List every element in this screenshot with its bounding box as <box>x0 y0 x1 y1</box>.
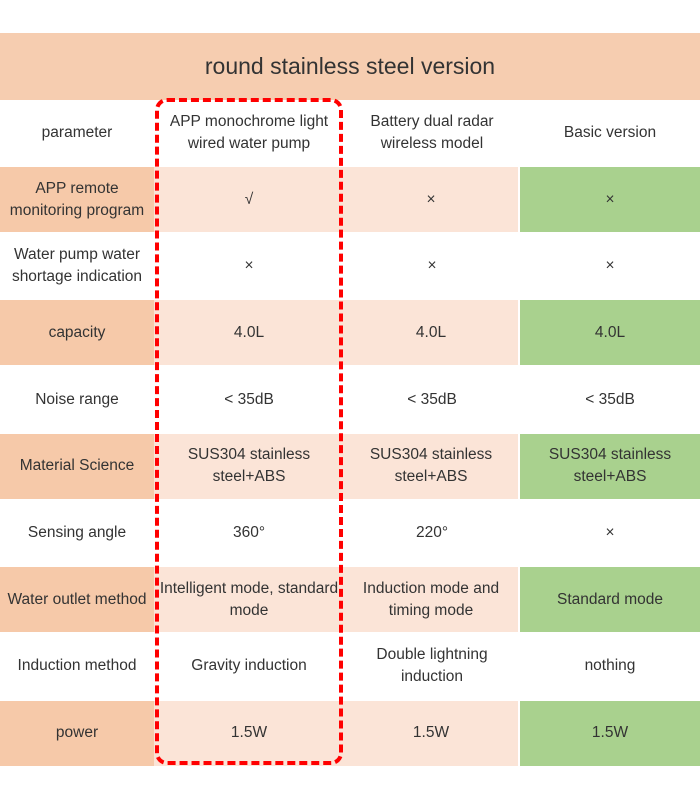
header-row: parameter APP monochrome light wired wat… <box>0 100 700 165</box>
header-cell: APP monochrome light wired water pump <box>169 112 329 152</box>
table-row: APP remote monitoring program√×× <box>0 167 700 232</box>
parameter-cell: Induction method <box>17 657 137 675</box>
value-cell: 360° <box>232 524 266 541</box>
parameter-cell: Material Science <box>0 433 154 499</box>
value-cell: < 35dB <box>407 390 457 408</box>
value-cell: × <box>344 167 520 232</box>
value-cell: 4.0L <box>344 300 520 366</box>
value-cell: √ <box>154 167 344 232</box>
header-cell: Basic version <box>563 123 657 141</box>
table-row: Noise range < 35dB < 35dB < 35dB <box>0 367 700 432</box>
parameter-cell: capacity <box>0 300 154 366</box>
value-cell: Gravity induction <box>191 657 307 675</box>
header-cell: Battery dual radar wireless model <box>370 112 494 152</box>
value-cell: 4.0L <box>154 300 344 366</box>
value-cell: Induction mode and timing mode <box>344 567 520 633</box>
value-cell: 1.5W <box>520 700 700 766</box>
value-cell: × <box>605 524 615 541</box>
parameter-cell: Sensing angle <box>27 524 127 541</box>
value-cell: × <box>244 257 254 275</box>
parameter-cell: Noise range <box>35 390 119 408</box>
value-cell: Double lightning induction <box>376 646 488 686</box>
value-cell: × <box>520 167 700 232</box>
value-cell: SUS304 stainless steel+ABS <box>154 433 344 499</box>
parameter-cell: APP remote monitoring program <box>0 167 154 232</box>
parameter-cell: power <box>0 700 154 766</box>
value-cell: SUS304 stainless steel+ABS <box>344 433 520 499</box>
table-row: Induction method Gravity induction Double … <box>0 634 700 699</box>
table-row: Water pump water shortage indication × × × <box>0 234 700 299</box>
parameter-cell: Water pump water shortage indication <box>11 246 143 286</box>
value-cell: < 35dB <box>585 390 635 408</box>
table-title: round stainless steel version <box>0 33 700 100</box>
value-cell: nothing <box>584 657 636 675</box>
value-cell: 1.5W <box>344 700 520 766</box>
value-cell: 220° <box>415 524 449 541</box>
header-cell: parameter <box>41 123 113 141</box>
value-cell: × <box>427 257 437 275</box>
value-cell: Intelligent mode, standard mode <box>154 567 344 633</box>
value-cell: × <box>605 257 615 275</box>
value-cell: Standard mode <box>520 567 700 633</box>
table-row: Sensing angle 360° 220° × <box>0 501 700 566</box>
value-cell: < 35dB <box>224 390 274 408</box>
parameter-cell: Water outlet method <box>0 567 154 633</box>
value-cell: 1.5W <box>154 700 344 766</box>
value-cell: 4.0L <box>520 300 700 366</box>
value-cell: SUS304 stainless steel+ABS <box>520 433 700 499</box>
